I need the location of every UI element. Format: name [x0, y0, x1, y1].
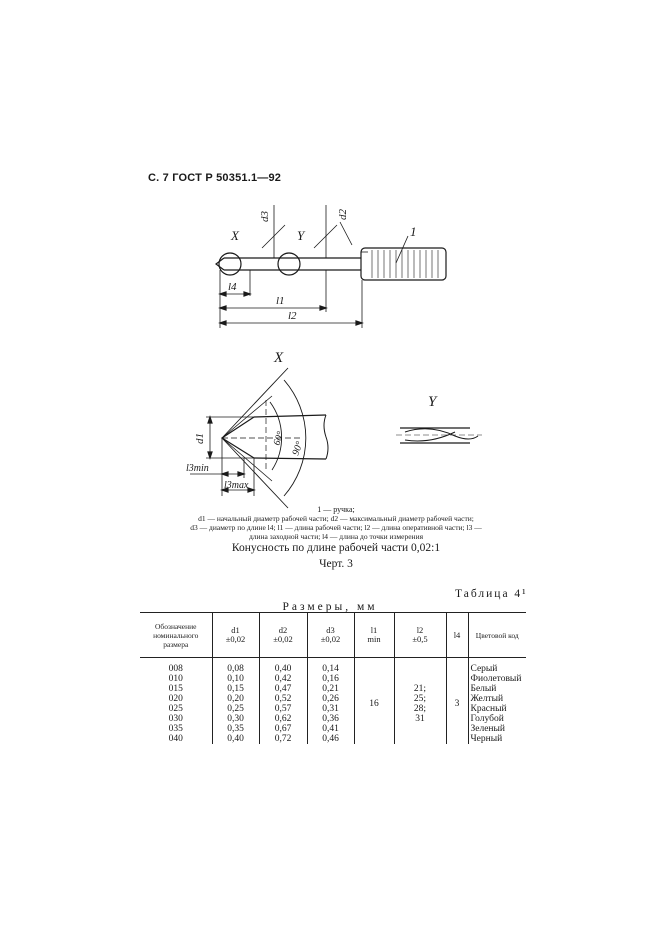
header-d3: d3±0,02	[306, 612, 354, 658]
designation-cell: 015	[168, 684, 183, 694]
detail-x-circle	[218, 252, 242, 276]
designation-cell: 010	[168, 674, 183, 684]
label-d3: d3	[259, 211, 271, 223]
color-cell: Зеленый	[470, 724, 505, 734]
d1-cell: 0,25	[227, 704, 244, 714]
d1-column: 0,08 0,10 0,15 0,20 0,25 0,30 0,35 0,40	[211, 664, 259, 744]
handle	[360, 247, 447, 281]
handle-knurling	[371, 250, 439, 278]
designation-column: 008 010 015 020 025 030 035 040	[140, 664, 212, 744]
d3-cell: 0,46	[322, 734, 339, 744]
header-d1: d1±0,02	[211, 612, 259, 658]
d3-cell: 0,36	[322, 714, 339, 724]
d1-cell: 0,20	[227, 694, 244, 704]
header-d2: d2±0,02	[258, 612, 307, 658]
d2-cell: 0,47	[274, 684, 292, 694]
label-l3min: l3min	[186, 463, 209, 474]
label-y-main: Y	[297, 228, 306, 243]
dimensions-table: Обозначение номинального размера d1±0,02…	[140, 612, 526, 744]
d1-cell: 0,08	[227, 664, 244, 674]
l4-cell: 3	[445, 664, 468, 744]
d3-cell: 0,16	[322, 674, 339, 684]
table-caption: Размеры, мм	[282, 601, 378, 613]
detail-x-top-edge	[253, 414, 327, 418]
l1-cell: 16	[353, 664, 394, 744]
header-color-code: Цветовой код	[467, 612, 526, 658]
table-header-row: Обозначение номинального размера d1±0,02…	[140, 612, 526, 658]
label-d2: d2	[337, 209, 349, 221]
header-l4: l4	[445, 612, 468, 658]
color-cell: Голубой	[470, 714, 504, 724]
color-cell: Белый	[470, 684, 497, 694]
d1-cell: 0,10	[227, 674, 244, 684]
label-x-detail: X	[273, 350, 284, 366]
designation-cell: 035	[168, 724, 183, 734]
label-y-detail: Y	[428, 394, 438, 410]
label-l1: l1	[276, 295, 285, 307]
designation-cell: 025	[168, 704, 183, 714]
color-cell: Красный	[470, 704, 507, 714]
d1-cell: 0,40	[227, 734, 244, 744]
legend-line-4: длина заходной части; l4 — длина до точк…	[248, 532, 424, 541]
d3-cell: 0,26	[322, 694, 339, 704]
d2-cell: 0,42	[274, 674, 292, 684]
label-l2: l2	[288, 310, 297, 322]
d2-cell: 0,67	[274, 724, 292, 734]
d2-column: 0,40 0,42 0,47 0,52 0,57 0,62 0,67 0,72	[258, 664, 307, 744]
d2-cell: 0,72	[274, 734, 292, 744]
d3-cell: 0,21	[322, 684, 339, 694]
file-tip	[215, 257, 225, 271]
d2-cell: 0,40	[274, 664, 292, 674]
d1-cell: 0,35	[227, 724, 244, 734]
d3-cell: 0,14	[322, 664, 339, 674]
d2-cell: 0,52	[274, 694, 292, 704]
d1-cell: 0,15	[227, 684, 244, 694]
l2-cell: 21;	[413, 684, 427, 694]
color-cell: Желтый	[470, 694, 504, 704]
designation-cell: 008	[168, 664, 183, 674]
d3-cell: 0,31	[322, 704, 339, 714]
d3-cell: 0,41	[322, 724, 339, 734]
designation-cell: 030	[168, 714, 183, 724]
label-handle-number: 1	[410, 224, 417, 239]
figure-label: Черт. 3	[319, 558, 353, 570]
l2-column: 21; 25; 28; 31	[393, 664, 446, 744]
legend-line-3: d3 — диаметр по длине l4; l1 — длина раб…	[190, 523, 482, 532]
l2-cell: 28;	[413, 704, 427, 714]
detail-x-bottom-edge	[253, 457, 327, 460]
page-header: С. 7 ГОСТ Р 50351.1—92	[148, 172, 282, 184]
label-60deg: 60°	[271, 430, 286, 447]
legend-line-2: d1 — начальный диаметр рабочей части; d2…	[198, 514, 474, 523]
d2-cell: 0,62	[274, 714, 292, 724]
taper-note: Конусность по длине рабочей части 0,02:1	[231, 542, 441, 554]
header-l2: l2±0,5	[393, 612, 446, 658]
l2-cell: 25;	[413, 694, 427, 704]
d2-cell: 0,57	[274, 704, 292, 714]
l2-cell: 31	[415, 714, 425, 724]
table-body-row: 008 010 015 020 025 030 035 040 0,08 0,1…	[140, 664, 526, 744]
color-cell: Серый	[470, 664, 498, 674]
label-l3max: l3max	[224, 480, 249, 491]
header-designation: Обозначение номинального размера	[140, 612, 212, 658]
color-column: Серый Фиолетовый Белый Желтый Красный Го…	[467, 664, 526, 744]
detail-y-circle	[277, 252, 301, 276]
technical-drawing: X Y 1 d3 d2 l4 l1 l2 X Y d1 60° 90° l3mi…	[186, 205, 482, 509]
legend-line-1: 1 — ручка;	[317, 505, 355, 514]
label-d1: d1	[194, 433, 206, 444]
color-cell: Черный	[470, 734, 503, 744]
designation-cell: 020	[168, 694, 183, 704]
label-90deg: 90°	[290, 440, 305, 457]
label-x-main: X	[230, 228, 240, 243]
d1-cell: 0,30	[227, 714, 244, 724]
d3-column: 0,14 0,16 0,21 0,26 0,31 0,36 0,41 0,46	[306, 664, 354, 744]
label-l4: l4	[228, 281, 237, 293]
designation-cell: 040	[168, 734, 183, 744]
table-title: Таблица 4¹	[455, 588, 528, 600]
color-cell: Фиолетовый	[470, 674, 522, 684]
